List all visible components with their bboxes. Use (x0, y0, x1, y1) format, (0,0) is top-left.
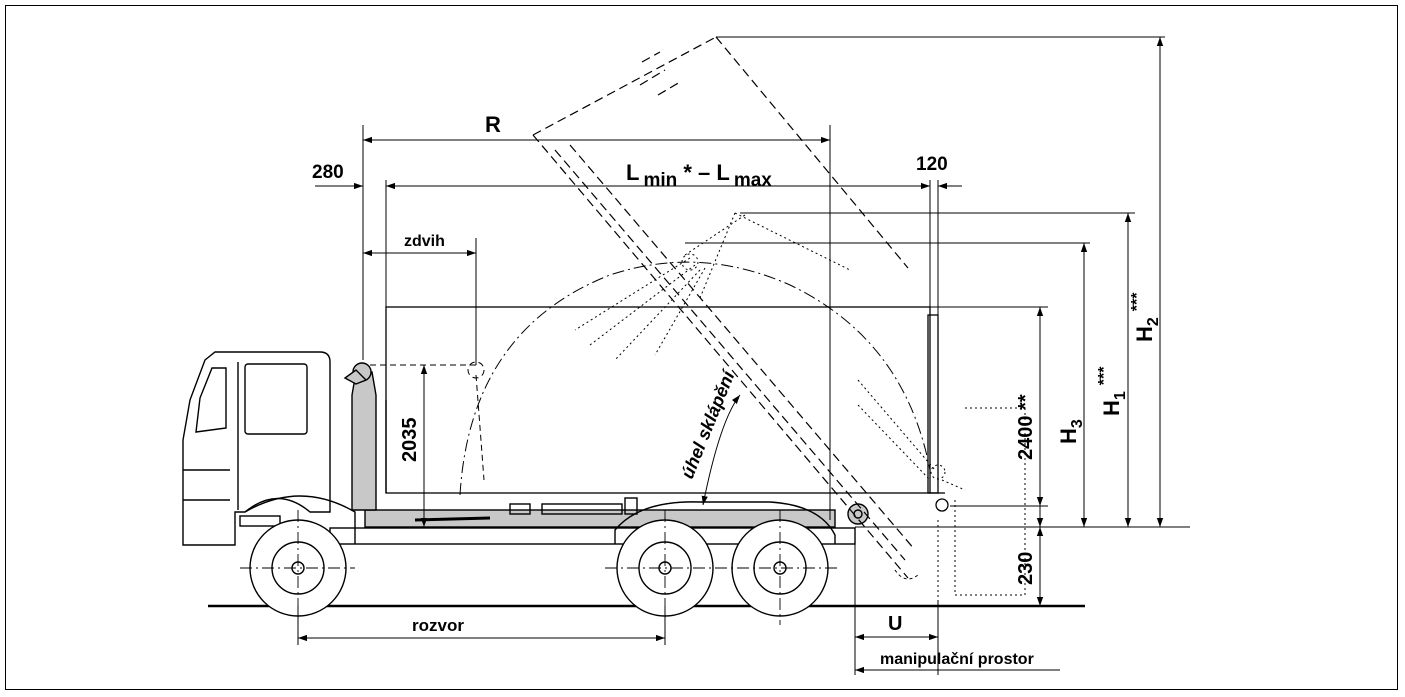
hook-subframe (364, 509, 836, 528)
cab-window-side (244, 363, 308, 435)
label-h3: H3 (1056, 419, 1086, 444)
label-h3-sub: 3 (1069, 419, 1086, 428)
label-h2-main: H (1132, 326, 1157, 342)
zdvih-path (467, 361, 485, 481)
label-h3-main: H (1056, 428, 1081, 444)
container-tilted (532, 36, 916, 579)
hook-arm (351, 371, 377, 511)
container-body (385, 306, 931, 494)
label-h1-sup: *** (1096, 366, 1113, 385)
label-h1-main: H (1099, 400, 1124, 416)
label-280: 280 (312, 162, 344, 183)
label-l-mid: * – L (677, 160, 730, 185)
cab-step (239, 515, 281, 527)
hook-down-tip (894, 569, 919, 580)
drawing-frame (5, 5, 1398, 690)
label-2400: 2400 ** (1015, 394, 1037, 460)
rear-roller (847, 503, 869, 525)
cab-window-front (195, 367, 227, 433)
hook-arm-mid-position (574, 212, 966, 491)
label-h2-sup: *** (1129, 292, 1146, 311)
subframe-block-3 (624, 497, 638, 515)
hook-tip (343, 369, 368, 385)
label-r: R (485, 112, 501, 137)
label-manipulacni-prostor: manipulační prostor (880, 651, 1034, 668)
hook-arc (459, 261, 931, 496)
label-h1: H1 *** (1096, 366, 1129, 416)
label-uhel-sklapeni: úhel sklápění (677, 366, 739, 481)
label-zdvih: zdvih (404, 233, 445, 250)
label-u: U (888, 613, 902, 635)
cylinder-ram (414, 516, 491, 522)
container-loaded (385, 306, 949, 512)
label-rozvor: rozvor (412, 616, 464, 635)
label-h2-sub: 2 (1145, 317, 1162, 326)
label-l-min-sub: min (643, 170, 677, 191)
label-230: 230 (1015, 552, 1037, 585)
label-h2: H2 *** (1129, 292, 1162, 342)
label-l-min: L (626, 160, 639, 185)
label-h1-sub: 1 (1112, 391, 1129, 400)
truck (182, 351, 869, 617)
label-120: 120 (916, 154, 948, 175)
label-2035: 2035 (399, 418, 421, 463)
container-rear-roller (935, 498, 949, 512)
subframe-block-2 (541, 503, 623, 515)
front-fender (244, 495, 356, 544)
dimension-lines (297, 36, 1190, 675)
label-l-max-sub: max (734, 170, 772, 191)
ground-manipulation-outline (937, 407, 1026, 600)
rear-fender (614, 501, 836, 544)
subframe-block-1 (509, 503, 531, 515)
wheel-centerlines (240, 510, 840, 640)
